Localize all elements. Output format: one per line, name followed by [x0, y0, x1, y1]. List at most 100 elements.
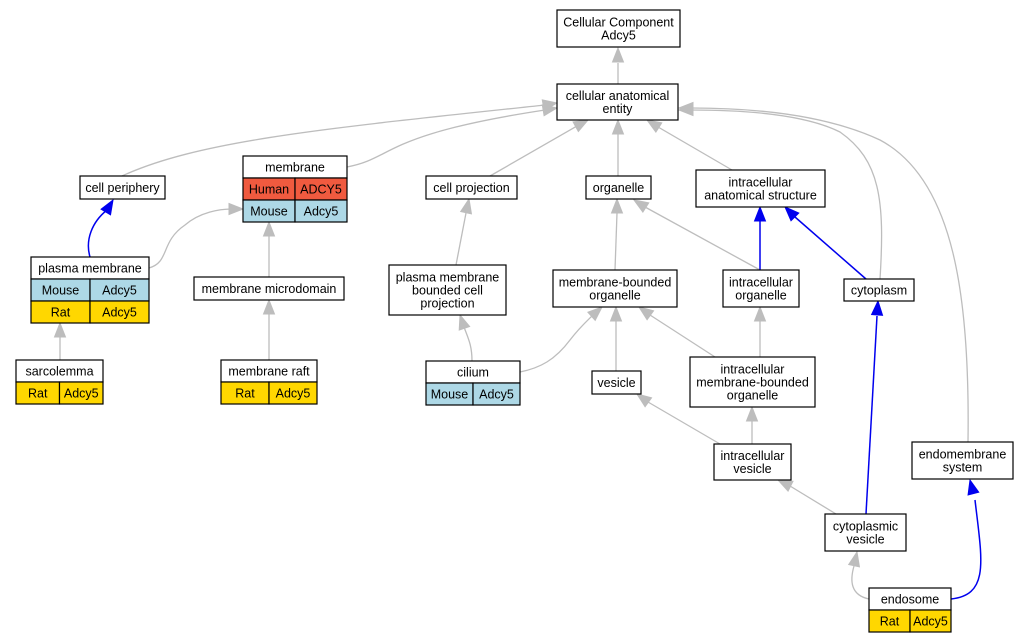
- annotation-species-text: Rat: [28, 387, 48, 401]
- node-label: plasma membrane: [38, 262, 142, 276]
- edge-line: [463, 326, 473, 362]
- edge-arrowhead: [228, 202, 245, 216]
- edge-arrowhead: [637, 306, 655, 321]
- node-label: membrane-bounded: [696, 376, 809, 390]
- edge-line: [148, 208, 233, 269]
- node-label: cytoplasm: [851, 284, 907, 298]
- node-organelle[interactable]: organelle: [585, 175, 652, 200]
- edge-arrowhead: [572, 119, 590, 133]
- edge-arrowhead: [745, 405, 759, 422]
- annotation-species-text: Human: [249, 183, 289, 197]
- node-label: cellular anatomical: [566, 89, 670, 103]
- edge-line: [789, 485, 837, 515]
- annotation-species-text: Rat: [235, 387, 255, 401]
- node-box: [193, 276, 345, 301]
- edge-line: [614, 212, 618, 271]
- annotation-species-cell: Human: [242, 177, 296, 201]
- node-label: endomembrane: [919, 448, 1007, 462]
- annotation-gene-cell: ADCY5: [294, 177, 348, 201]
- edge-line: [794, 216, 867, 280]
- edge-line: [657, 126, 733, 171]
- edge-line: [690, 107, 969, 443]
- edge-imbo-to-mbo: [637, 306, 716, 358]
- annotation-cell-bg: [89, 300, 150, 324]
- node-box: [843, 278, 915, 302]
- edge-arrowhead: [587, 306, 604, 322]
- annotation-gene-text: Adcy5: [479, 388, 514, 402]
- annotation-cell-bg: [909, 609, 952, 633]
- node-label: intracellular: [721, 363, 785, 377]
- edge-imbo-to-io: [753, 305, 767, 357]
- edge-line: [644, 206, 761, 271]
- node-label: vesicle: [597, 376, 635, 390]
- annotation-gene-cell: Adcy5: [89, 278, 150, 302]
- edge-ias-to-cae: [645, 119, 733, 171]
- edge-line: [851, 565, 870, 600]
- node-label: organelle: [593, 181, 644, 195]
- edge-line: [455, 212, 467, 266]
- node-box: [388, 264, 507, 316]
- edge-cae-to-root: [611, 46, 625, 84]
- edge-arrowhead: [458, 313, 471, 331]
- node-cytoplasm[interactable]: cytoplasm: [843, 278, 915, 302]
- edge-line: [121, 104, 546, 177]
- edge-organelle-to-cae: [611, 118, 625, 176]
- annotation-species-text: Rat: [880, 615, 900, 629]
- node-label: cell periphery: [85, 181, 160, 195]
- node-vesicle[interactable]: vesicle: [591, 370, 642, 395]
- annotation-species-cell: Rat: [868, 609, 911, 633]
- node-mmd[interactable]: membrane microdomain: [193, 276, 345, 301]
- edge-membrane-to-cae: [346, 104, 559, 168]
- edge-line: [690, 109, 883, 280]
- edge-arrowhead: [100, 198, 114, 216]
- annotation-cell-bg: [472, 382, 521, 406]
- annotation-species-text: Rat: [51, 306, 71, 320]
- node-box: [695, 169, 826, 208]
- node-box: [556, 83, 679, 121]
- edge-arrowhead: [753, 305, 767, 322]
- edge-line: [346, 109, 546, 168]
- edge-cilium-to-mbo: [519, 306, 604, 373]
- node-label: entity: [603, 102, 634, 116]
- node-cellproj[interactable]: cell projection: [425, 175, 518, 200]
- edge-endosome-to-endosys: [950, 478, 982, 600]
- node-label: organelle: [589, 289, 640, 303]
- node-label: organelle: [727, 389, 778, 403]
- node-label: cytoplasmic: [833, 520, 898, 534]
- node-box: [556, 9, 681, 48]
- node-box: [911, 441, 1014, 480]
- edge-pm-to-membrane: [148, 202, 245, 269]
- node-label: intracellular: [721, 449, 785, 463]
- node-label: membrane raft: [228, 365, 310, 379]
- node-label: vesicle: [846, 533, 884, 547]
- edge-line: [649, 314, 716, 358]
- edge-vesicle-to-mbo: [609, 305, 623, 371]
- annotation-species-cell: Mouse: [30, 278, 91, 302]
- edge-iv-to-imbo: [745, 405, 759, 444]
- node-box: [689, 356, 816, 408]
- annotation-gene-text: Adcy5: [102, 306, 137, 320]
- edge-sarco-to-pm: [53, 321, 67, 360]
- edge-line: [489, 125, 578, 177]
- edge-cv-to-iv: [776, 479, 837, 515]
- node-box: [552, 269, 678, 308]
- annotation-gene-cell: Adcy5: [58, 381, 104, 405]
- node-cellper[interactable]: cell periphery: [79, 175, 166, 200]
